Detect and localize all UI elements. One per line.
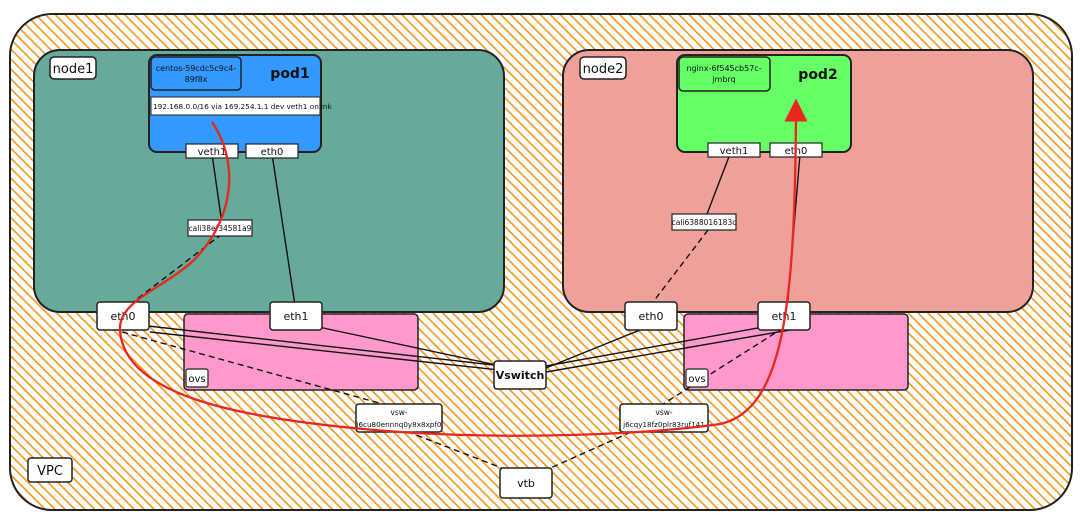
node1-eth1-box [269,301,323,331]
pod1-name-line1: centos-59cdc5c9c4- [156,64,237,73]
node1-cali-label: cali38ef34581a9 [189,224,252,233]
vsw-left-line1: vsw- [390,408,407,417]
pod1-route: 192.168.0.0/16 via 169.254.1.1 dev veth1… [153,102,332,111]
dashed-links [121,229,781,476]
pod2-name-box [678,56,771,92]
node1-label: node1 [53,62,94,77]
pod1-eth0-label: eth0 [261,147,284,158]
node2-cali-box [671,213,737,231]
vtb-box [499,467,553,499]
node1-ovs-label-box [185,368,209,388]
vpc-label-box [27,457,73,483]
pod1-route-box [150,96,321,116]
vsw-right-line2: j6cqy18fz0plr83ruf141 [622,420,705,429]
vsw-right-line1: vsw- [655,408,672,417]
pod2-veth1-box [707,142,761,158]
node2-ovs-label: ovs [688,374,705,385]
node2-cali-label: cali6388016183c [672,218,737,227]
pod2-name-line1: nginx-6f545cb57c- [686,64,761,73]
node2-label: node2 [583,62,624,77]
node2-eth0-label: eth0 [638,310,663,323]
node2-ovs-label-box [685,368,709,388]
pod1-name-box [150,56,242,91]
pod1-label: pod1 [270,66,309,82]
vsw-left-line2: j6cu80ennnq0y8x8xpf0 [355,420,441,429]
traffic-flow-arrow [118,98,808,437]
node2-label-box [579,56,627,80]
pod2-veth1-label: veth1 [720,146,749,157]
vpc-label: VPC [37,464,63,479]
node1-eth1-label: eth1 [283,310,308,323]
pod1-veth1-label: veth1 [198,147,227,158]
pod2-name-line2: jmbrq [711,75,735,84]
node2-eth0-box [624,301,678,331]
vtb-label: vtb [517,477,535,490]
pod1-eth0-box [245,143,299,159]
vsw-right-box [619,403,709,433]
pod1-name-line2: 89f8x [185,75,208,84]
node1-label-box [49,56,97,80]
node1-ovs-label: ovs [188,374,205,385]
pod2-label: pod2 [798,67,837,83]
vswitch-label: Vswitch [496,369,545,382]
vswitch-box [493,360,547,390]
